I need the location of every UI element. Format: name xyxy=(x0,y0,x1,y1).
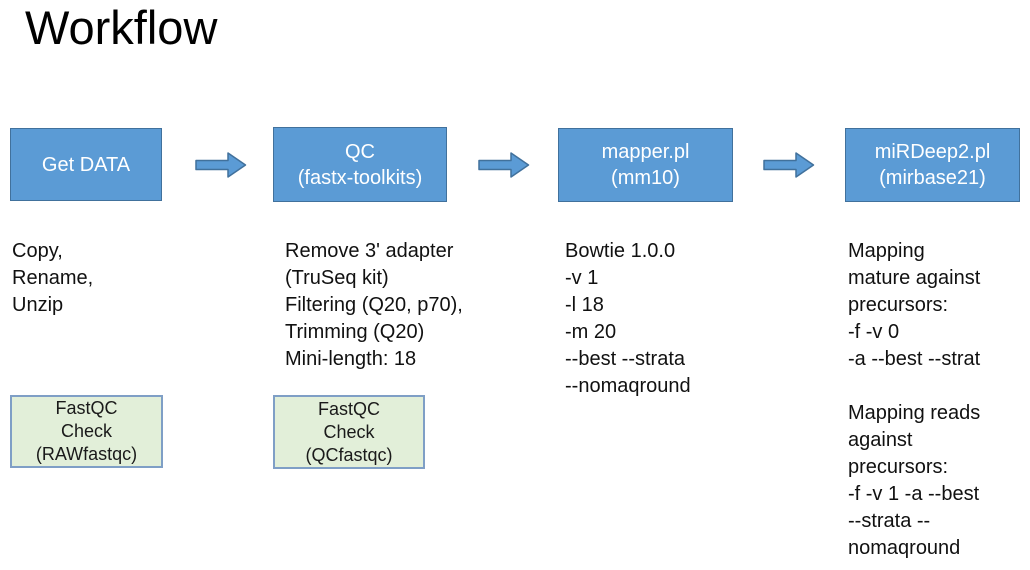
text-line: -f -v 0 xyxy=(848,321,900,343)
text-line: mapper.pl xyxy=(601,141,690,163)
text-line: -a --best --strat xyxy=(848,348,981,370)
notes-get-data: Copy, Rename, Unzip xyxy=(12,238,93,319)
text-line: -l 18 xyxy=(565,294,604,316)
text-line: Remove 3' adapter xyxy=(285,240,454,262)
step-box-mirdeep2: miRDeep2.pl (mirbase21) xyxy=(845,128,1020,202)
notes-qc: Remove 3' adapter (TruSeq kit) Filtering (… xyxy=(285,238,463,373)
step-box-qc: QC (fastx-toolkits) xyxy=(273,127,447,202)
text-line: Get DATA xyxy=(41,153,131,176)
right-arrow-icon xyxy=(763,152,815,178)
text-line: Unzip xyxy=(12,294,64,316)
text-line: -f -v 1 -a --best xyxy=(848,483,980,505)
text-line: miRDeep2.pl xyxy=(874,141,991,163)
notes-mirdeep2: Mapping mature against precursors: -f -v 0 -… xyxy=(848,238,980,562)
text-line: Rename, xyxy=(12,267,94,289)
text-line: --strata -- xyxy=(848,510,931,532)
text-line: Check xyxy=(60,421,113,441)
right-arrow-shape xyxy=(195,152,247,178)
text-line: -v 1 xyxy=(565,267,599,289)
right-arrow-icon xyxy=(195,152,247,178)
page-title: Workflow xyxy=(25,1,218,54)
text-line: mature against xyxy=(848,267,981,289)
right-arrow-icon xyxy=(478,152,530,178)
text-line: precursors: xyxy=(848,294,949,316)
text-line: Mapping xyxy=(848,240,925,262)
right-arrow-shape xyxy=(478,152,530,178)
text-line: (TruSeq kit) xyxy=(285,267,389,289)
step-box-mapper: mapper.pl (mm10) xyxy=(558,128,733,202)
text-line: (RAWfastqc) xyxy=(35,444,138,464)
step-box-get-data: Get DATA xyxy=(10,128,162,201)
text-line: nomaqround xyxy=(848,537,961,559)
text-line: FastQC xyxy=(55,398,118,418)
text-line: Mini-length: 18 xyxy=(285,348,417,370)
text-line: against xyxy=(848,429,913,451)
check-box-rawfastqc: FastQC Check (RAWfastqc) xyxy=(10,395,163,468)
text-line: --best --strata xyxy=(565,348,686,370)
text-line: Mapping reads xyxy=(848,402,981,424)
text-line: (QCfastqc) xyxy=(305,444,393,465)
text-line xyxy=(848,373,980,400)
text-line: Filtering (Q20, p70), xyxy=(285,294,463,316)
text-line: --nomaqround xyxy=(565,375,691,397)
right-arrow-shape xyxy=(763,152,815,178)
text-line: Copy, xyxy=(12,240,63,262)
text-line: (mm10) xyxy=(611,167,680,189)
text-line: FastQC xyxy=(317,398,380,419)
text-line: (fastx-toolkits) xyxy=(297,166,423,189)
text-line: Check xyxy=(323,421,375,442)
text-line: Trimming (Q20) xyxy=(285,321,425,343)
text-line: (mirbase21) xyxy=(879,167,986,189)
notes-mapper: Bowtie 1.0.0 -v 1 -l 18 -m 20 --best --strat… xyxy=(565,238,691,400)
text-line: -m 20 xyxy=(565,321,617,343)
text-line: Bowtie 1.0.0 xyxy=(565,240,676,262)
text-line: QC xyxy=(345,140,375,163)
text-line: precursors: xyxy=(848,456,949,478)
